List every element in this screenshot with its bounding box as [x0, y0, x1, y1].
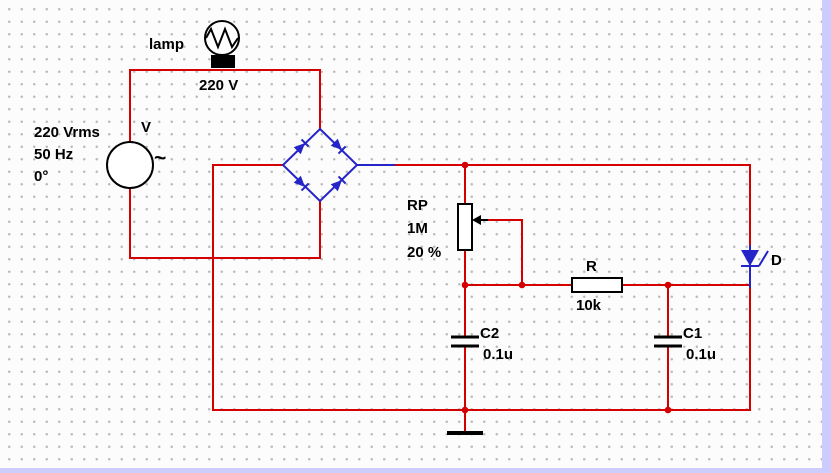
potentiometer-body	[457, 203, 473, 251]
potentiometer-setting-label: 20 %	[407, 244, 441, 261]
lamp-value-label: 220 V	[199, 77, 238, 94]
ac-source-ref-label: V	[141, 119, 151, 136]
resistor-body	[571, 277, 623, 293]
lamp-ref-label: lamp	[149, 36, 184, 53]
capacitor-c1-symbol[interactable]	[654, 335, 682, 348]
junction-dot	[461, 161, 469, 169]
potentiometer-ref-label: RP	[407, 197, 428, 214]
wiper-arrowhead-icon	[472, 215, 481, 225]
ac-source-frequency-label: 50 Hz	[34, 146, 73, 163]
bridge-outline	[281, 127, 359, 203]
junction-dot	[461, 406, 469, 414]
bridge-diode-left-bottom-icon	[293, 175, 310, 192]
page-edge-bottom	[0, 468, 831, 473]
junction-dots	[461, 161, 672, 414]
capacitor-c2-value-label: 0.1u	[483, 346, 513, 363]
lamp-base	[211, 55, 235, 68]
lamp-filament	[205, 26, 239, 50]
diode-d-symbol[interactable]	[741, 245, 769, 288]
diode-d-ref-label: D	[771, 252, 782, 269]
wire-source-bottom-to-bridge-bottom[interactable]	[129, 186, 321, 259]
potentiometer-symbol[interactable]	[457, 203, 488, 251]
junction-dot	[461, 281, 469, 289]
bridge-rectifier-symbol[interactable]	[281, 127, 395, 203]
diode-triangle	[741, 250, 759, 266]
potentiometer-value-label: 1M	[407, 220, 428, 237]
wire-bridge-left-to-bottom-rail[interactable]	[212, 164, 751, 411]
ac-source-symbol[interactable]	[106, 141, 154, 189]
bridge-diode-left-top-icon	[293, 138, 310, 155]
ac-source-body	[106, 141, 154, 189]
capacitor-c2-symbol[interactable]	[451, 335, 479, 348]
ac-source-phase-label: 0°	[34, 168, 48, 185]
capacitor-c2-ref-label: C2	[480, 325, 499, 342]
bridge-diode-top-right-icon	[330, 138, 347, 155]
wires	[129, 69, 751, 432]
diode-gate-lead	[758, 250, 769, 267]
ac-waveform-icon: ~	[154, 147, 166, 170]
junction-dot	[518, 281, 526, 289]
resistor-ref-label: R	[586, 258, 597, 275]
capacitor-c1-value-label: 0.1u	[686, 346, 716, 363]
resistor-symbol[interactable]	[571, 277, 623, 293]
page-edge-right	[822, 0, 831, 473]
bridge-diode-bottom-right-icon	[330, 175, 347, 192]
wire-source-top-to-bridge-top[interactable]	[129, 69, 321, 144]
junction-dot	[664, 406, 672, 414]
ac-source-voltage-label: 220 Vrms	[34, 124, 100, 141]
junction-dot	[664, 281, 672, 289]
capacitor-c1-ref-label: C1	[683, 325, 702, 342]
resistor-value-label: 10k	[576, 297, 602, 314]
lamp-symbol[interactable]	[204, 20, 240, 68]
wire-pot-wiper[interactable]	[487, 219, 523, 286]
